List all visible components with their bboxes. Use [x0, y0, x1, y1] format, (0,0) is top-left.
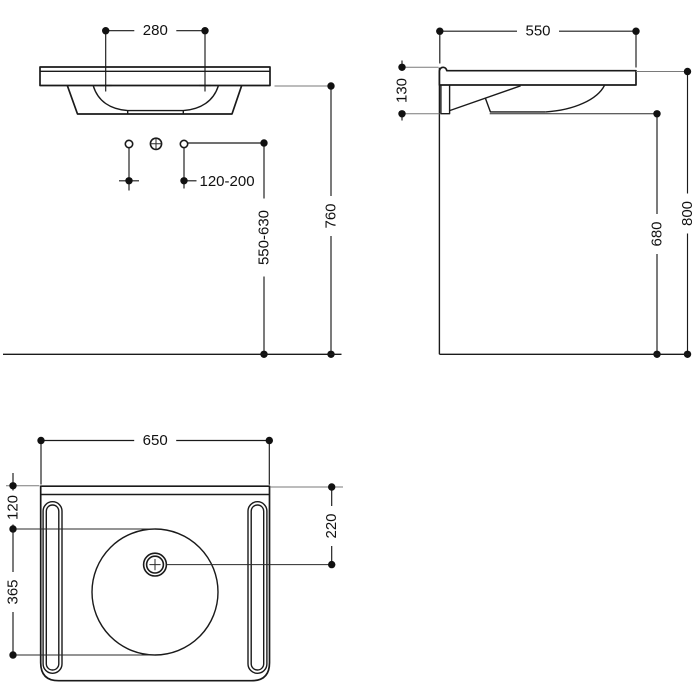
- dim-dot: [398, 110, 406, 118]
- mounting-hole-left: [124, 139, 134, 149]
- side-elevation-view: 550 130 680: [393, 22, 697, 358]
- bowl-underside-flat: [484, 97, 546, 113]
- wall-bracket-outline: [440, 85, 451, 115]
- side-slab-outline: [438, 66, 637, 86]
- dim-label: 650: [134, 431, 177, 450]
- label-mask: [322, 506, 341, 546]
- dim-dot: [9, 482, 17, 490]
- dim-dot: [180, 177, 188, 185]
- extension-lines: [40, 440, 270, 485]
- label-mask: [393, 70, 411, 111]
- extension-lines: [439, 31, 637, 68]
- dim-dot: [201, 27, 209, 35]
- dim-550-630-label: 550-630: [256, 210, 273, 265]
- dim-label: 760: [322, 196, 340, 236]
- dim-rim-height-side: 800: [636, 67, 697, 358]
- dim-bowl-diameter: 365: [4, 529, 22, 659]
- grip-slot-left-inner: [45, 504, 60, 671]
- dim-label: 280: [134, 21, 177, 40]
- bowl-tangent-lines: [13, 528, 155, 656]
- front-apron-outline: [66, 85, 243, 115]
- dim-280-label: 280: [143, 22, 168, 39]
- crosshair-cross: [150, 138, 162, 150]
- dim-dot: [328, 483, 336, 491]
- faucet-axis-crosshair-icon: [149, 137, 163, 151]
- mounting-hole-right: [179, 139, 189, 149]
- dim-bowl-front-offset: 120: [4, 473, 40, 533]
- dim-basin-depth: 550: [436, 22, 640, 68]
- front-bowl-base-ticks: [127, 110, 184, 114]
- dim-220-label: 220: [323, 513, 340, 538]
- dim-dot: [125, 177, 133, 185]
- dim-dot: [9, 651, 17, 659]
- dim-dot: [102, 27, 110, 35]
- bowl-circle: [91, 528, 219, 656]
- dim-label: 120: [4, 490, 22, 525]
- dim-drain-offset: 220: [270, 483, 343, 569]
- dim-120-200-label: 120-200: [200, 173, 255, 190]
- underside-strut-line: [449, 85, 521, 112]
- dim-label: 220: [322, 506, 341, 546]
- dim-dot: [436, 27, 444, 35]
- dim-label: 130: [393, 70, 411, 111]
- dim-550-label: 550: [525, 23, 550, 40]
- dim-rim-height-front: 760: [274, 82, 340, 358]
- dim-680-label: 680: [649, 221, 666, 246]
- dim-dot: [398, 63, 406, 71]
- dim-overall-width: 650: [37, 431, 273, 485]
- dim-label: 550-630: [255, 198, 273, 277]
- dim-label: 680: [648, 214, 666, 254]
- dim-label: 800: [678, 193, 697, 234]
- dim-front-height: 130: [393, 60, 440, 121]
- label-mask: [4, 572, 22, 612]
- dim-650-label: 650: [143, 432, 168, 449]
- dim-dot: [632, 27, 640, 35]
- drain-crosshair-icon: [142, 552, 168, 577]
- dim-hole-left-leader: [119, 147, 139, 191]
- dim-underside-clearance: 680: [489, 110, 666, 358]
- front-slab-outline: [39, 66, 271, 87]
- front-bowl-profile: [92, 85, 219, 112]
- dim-dot: [328, 560, 336, 569]
- dim-130-label: 130: [394, 78, 411, 103]
- dim-dot: [653, 110, 661, 118]
- plan-outline: [39, 485, 271, 682]
- label-mask: [4, 490, 22, 525]
- dim-365-label: 365: [5, 579, 22, 604]
- reference-lines: [405, 66, 440, 115]
- label-mask: [255, 198, 273, 277]
- grip-slot-left-outer: [42, 501, 63, 675]
- bowl-underside-curve: [545, 84, 606, 113]
- dim-120-label: 120: [5, 495, 22, 520]
- label-mask: [322, 196, 340, 236]
- dim-800-label: 800: [679, 201, 696, 226]
- dim-dot: [327, 82, 335, 90]
- dim-dot: [260, 139, 268, 147]
- label-mask: [517, 22, 559, 41]
- dim-dot: [37, 436, 45, 445]
- grip-slot-right-inner: [250, 504, 265, 671]
- dim-label: 365: [4, 572, 22, 612]
- label-mask: [648, 214, 666, 254]
- drain-cross: [149, 559, 161, 571]
- grip-slot-right-outer: [247, 501, 268, 675]
- label-mask: [134, 21, 177, 40]
- plan-view: 650 120 365: [4, 431, 343, 682]
- dim-dot: [683, 67, 692, 76]
- dim-tap-hole-spacing: 280: [99, 21, 211, 92]
- label-mask: [134, 431, 177, 450]
- front-elevation-view: 280 120-200: [3, 21, 342, 358]
- extension-lines: [105, 30, 206, 92]
- dim-label: 550: [517, 22, 559, 41]
- dim-tap-hole-offset: 120-200: [180, 147, 255, 190]
- dim-mounting-height: 550-630: [187, 139, 273, 358]
- dim-760-label: 760: [323, 203, 340, 228]
- dim-dot: [265, 436, 273, 445]
- label-mask: [678, 193, 697, 234]
